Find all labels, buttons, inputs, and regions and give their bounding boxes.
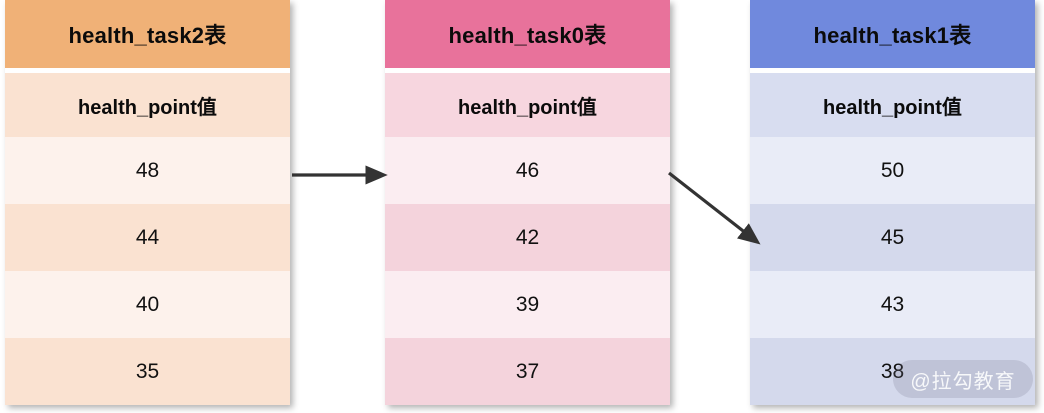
table-body-health-task1: 50 45 43 38 bbox=[750, 137, 1035, 405]
table-header-divider bbox=[5, 68, 290, 73]
table-card-health-task2: health_task2表 health_point值 48 44 40 35 bbox=[5, 0, 290, 405]
table-row: 50 bbox=[750, 137, 1035, 204]
table-row: 43 bbox=[750, 271, 1035, 338]
table-row: 37 bbox=[385, 338, 670, 405]
table-body-health-task0: 46 42 39 37 bbox=[385, 137, 670, 405]
table-row: 48 bbox=[5, 137, 290, 204]
table-row: 45 bbox=[750, 204, 1035, 271]
table-title-health-task0: health_task0表 bbox=[385, 0, 670, 68]
table-card-health-task0: health_task0表 health_point值 46 42 39 37 bbox=[385, 0, 670, 405]
table-card-health-task1: health_task1表 health_point值 50 45 43 38 bbox=[750, 0, 1035, 405]
watermark: @拉勾教育 bbox=[893, 360, 1033, 398]
table-column-header-health-task0: health_point值 bbox=[385, 73, 670, 137]
table-row: 35 bbox=[5, 338, 290, 405]
table-column-header-health-task1: health_point值 bbox=[750, 73, 1035, 137]
table-title-health-task1: health_task1表 bbox=[750, 0, 1035, 68]
table-header-divider bbox=[385, 68, 670, 73]
table-title-health-task2: health_task2表 bbox=[5, 0, 290, 68]
table-row: 40 bbox=[5, 271, 290, 338]
table-column-header-health-task2: health_point值 bbox=[5, 73, 290, 137]
table-row: 39 bbox=[385, 271, 670, 338]
table-body-health-task2: 48 44 40 35 bbox=[5, 137, 290, 405]
table-header-divider bbox=[750, 68, 1035, 73]
table-row: 44 bbox=[5, 204, 290, 271]
table-row: 46 bbox=[385, 137, 670, 204]
arrow-task0-to-task1 bbox=[668, 171, 761, 245]
table-row: 38 bbox=[750, 338, 1035, 405]
table-row: 42 bbox=[385, 204, 670, 271]
